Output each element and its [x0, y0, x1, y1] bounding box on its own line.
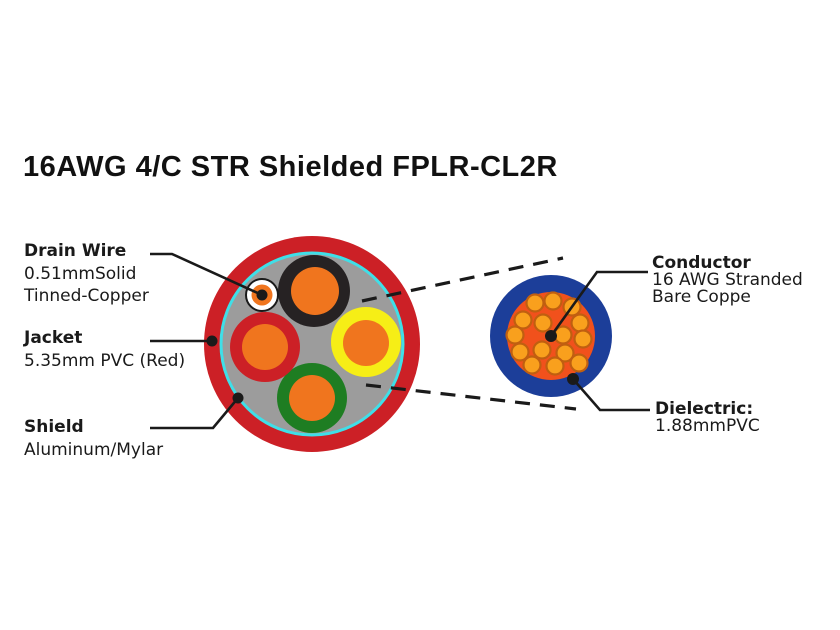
strand — [573, 329, 593, 349]
strand — [510, 342, 530, 362]
strand — [543, 291, 563, 311]
zoom-dashed-lines — [361, 256, 577, 411]
core-bottom — [289, 375, 335, 421]
page-title: 16AWG 4/C STR Shielded FPLR-CL2R — [23, 151, 558, 183]
dielectric-label-heading: Dielectric: — [655, 399, 754, 419]
strand — [570, 313, 590, 333]
jacket-label: Jacket 5.35mm PVC (Red) — [24, 327, 185, 372]
conductor-cores — [242, 267, 389, 421]
shield-leader-dot — [232, 392, 244, 404]
leader-lines — [150, 252, 650, 430]
core-right — [343, 320, 389, 366]
drain-wire-label: Drain Wire 0.51mmSolid Tinned-Copper — [24, 240, 149, 308]
conductor-label-heading: Conductor — [652, 253, 751, 273]
strand — [545, 356, 565, 376]
drain-wire-leader-dot — [256, 289, 268, 301]
shield-label: Shield Aluminum/Mylar — [24, 416, 163, 461]
core-left — [242, 324, 288, 370]
shield-label-heading: Shield — [24, 417, 84, 437]
conductor-label-line1: 16 AWG Stranded — [652, 270, 803, 290]
strand — [513, 310, 533, 330]
conductor-leader-line — [549, 270, 648, 337]
shield-leader-line — [150, 397, 239, 430]
strand — [522, 355, 542, 375]
zoom-dashed-line-bottom — [365, 383, 577, 411]
dielectric-label-line1: 1.88mmPVC — [655, 416, 760, 436]
strand — [569, 353, 589, 373]
drain-wire-leader-line — [150, 252, 263, 297]
strand — [525, 293, 545, 313]
conductor-leader-dot — [545, 330, 557, 342]
strand — [532, 340, 552, 360]
drain-wire-label-heading: Drain Wire — [24, 241, 127, 261]
conductor-label: Conductor 16 AWG Stranded Bare Coppe — [652, 255, 803, 306]
dielectric-leader-dot — [567, 373, 579, 385]
jacket-label-heading: Jacket — [24, 328, 83, 348]
drain-wire-label-line2: Tinned-Copper — [24, 286, 149, 306]
conductor-label-line2: Bare Coppe — [652, 287, 751, 307]
strand — [533, 313, 553, 333]
strand — [555, 343, 575, 363]
dielectric-leader-line — [572, 378, 650, 412]
jacket-leader-dot — [206, 335, 218, 347]
shield-label-line1: Aluminum/Mylar — [24, 439, 164, 460]
leader-dots — [206, 289, 579, 404]
zoom-dashed-line-top — [361, 256, 564, 303]
cable-cross-section — [204, 236, 420, 452]
dielectric-label: Dielectric: 1.88mmPVC — [655, 401, 760, 435]
jacket-label-line1: 5.35mm PVC (Red) — [24, 350, 186, 371]
core-top — [291, 267, 339, 315]
strand — [505, 325, 525, 345]
drain-wire-label-line1: 0.51mmSolid — [24, 263, 137, 284]
